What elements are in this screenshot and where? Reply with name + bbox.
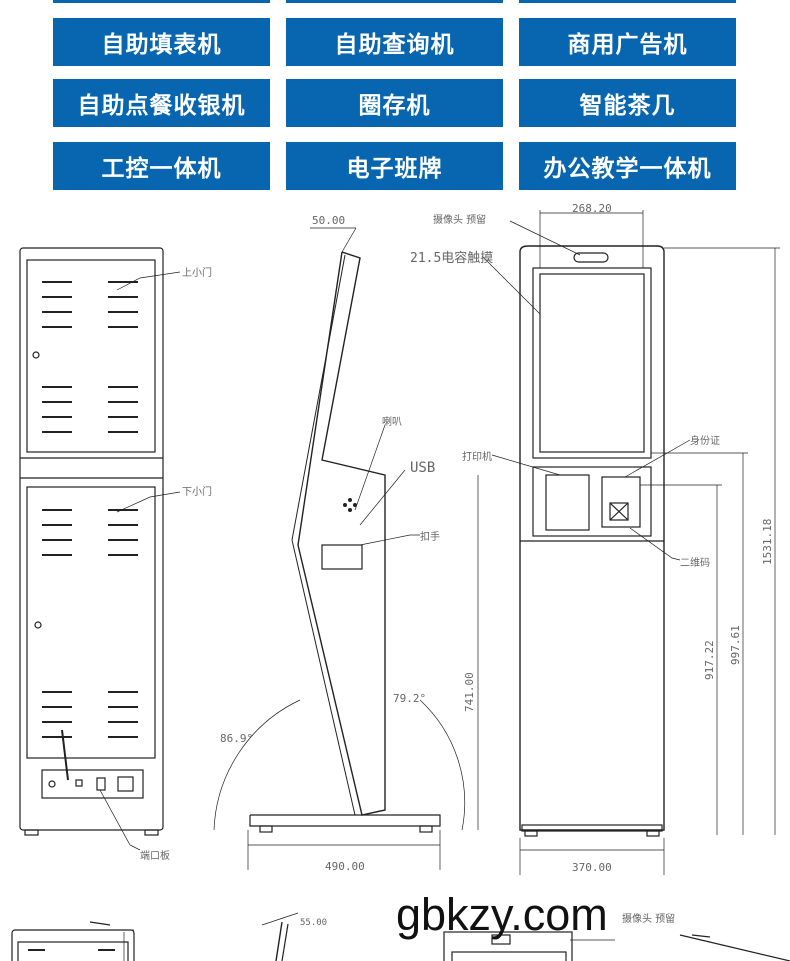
- category-button-top-2[interactable]: [286, 0, 503, 3]
- category-button-top-3[interactable]: [519, 0, 736, 3]
- upper-door-label: 上小门: [182, 266, 212, 279]
- dim-1531: 1531.18: [761, 519, 774, 565]
- dim-side-base: 490.00: [325, 860, 365, 873]
- category-button-top-1[interactable]: [53, 0, 270, 3]
- category-button-form-filling[interactable]: 自助填表机: [53, 18, 270, 66]
- touchscreen-label: 21.5电容触摸: [410, 250, 493, 266]
- speaker-label: 喇叭: [382, 416, 402, 428]
- dim-997: 997.61: [729, 625, 742, 665]
- dim-top-depth: 50.00: [312, 214, 345, 227]
- back-view: [19, 247, 181, 851]
- bottom-partial-views: [11, 912, 790, 961]
- front-view: [481, 210, 780, 875]
- side-view: [213, 227, 479, 870]
- camera-label: 摄像头 预留: [433, 213, 486, 226]
- dim-917: 917.22: [703, 640, 716, 680]
- category-button-class-sign[interactable]: 电子班牌: [286, 142, 503, 190]
- category-button-ad[interactable]: 商用广告机: [519, 18, 736, 66]
- lower-door-label: 下小门: [182, 485, 212, 498]
- bottom-dim-55: 55.00: [300, 918, 327, 928]
- category-button-ordering[interactable]: 自助点餐收银机: [53, 79, 270, 127]
- category-button-loading[interactable]: 圈存机: [286, 79, 503, 127]
- dim-side-height: 741.00: [463, 672, 476, 712]
- category-button-teaching[interactable]: 办公教学一体机: [519, 142, 736, 190]
- dim-front-top-width: 268.20: [572, 202, 612, 215]
- bottom-camera-label: 摄像头 预留: [622, 912, 675, 925]
- angle-back: 86.9°: [220, 732, 253, 745]
- dim-front-base: 370.00: [572, 861, 612, 874]
- port-board-label: 端口板: [140, 849, 170, 862]
- category-button-industrial[interactable]: 工控一体机: [53, 142, 270, 190]
- angle-front: 79.2°: [393, 692, 426, 705]
- watermark: gbkzy.com: [396, 889, 608, 940]
- category-button-tea-table[interactable]: 智能茶几: [519, 79, 736, 127]
- printer-label: 打印机: [462, 450, 492, 463]
- id-card-label: 身份证: [690, 434, 720, 447]
- handle-label: 扣手: [420, 530, 440, 543]
- category-button-query[interactable]: 自助查询机: [286, 18, 503, 66]
- usb-label: USB: [410, 460, 435, 476]
- qr-code-label: 二维码: [680, 556, 710, 569]
